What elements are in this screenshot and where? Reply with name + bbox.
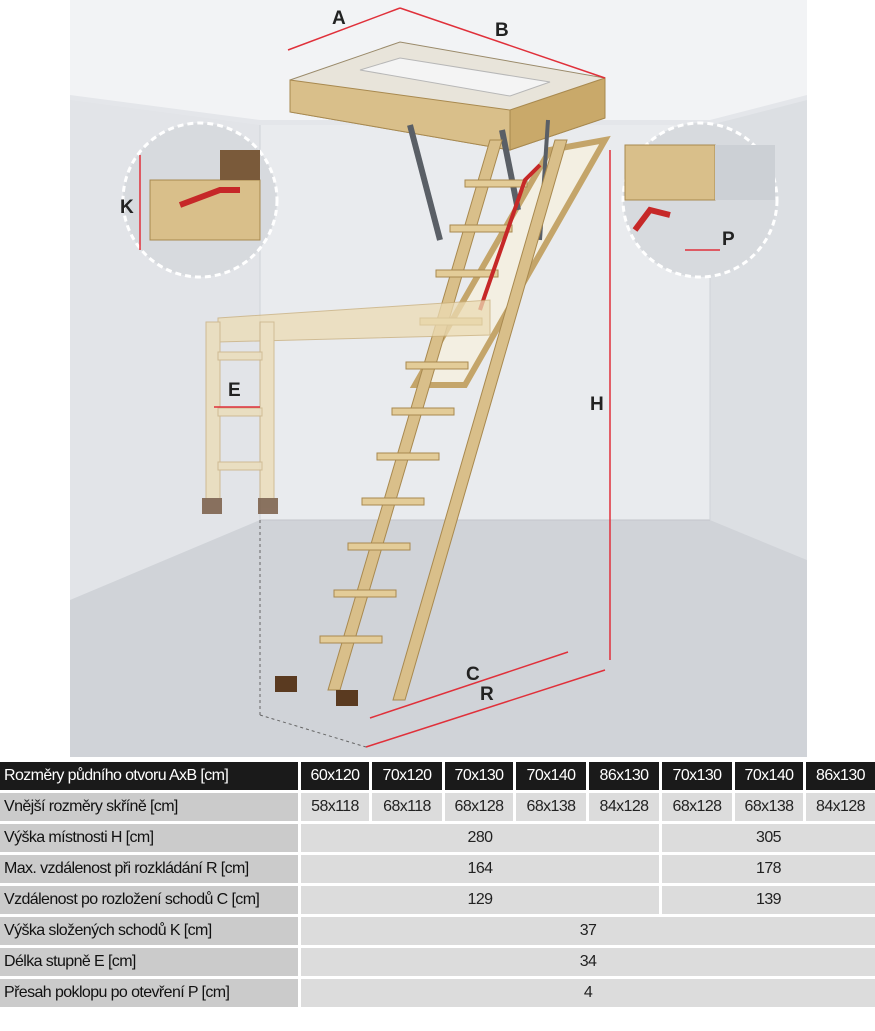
distance-c-label: Vzdálenost po rozložení schodů C [cm] (0, 886, 298, 914)
label-k: K (120, 197, 134, 218)
table-row: Výška složených schodů K [cm] 37 (0, 917, 875, 945)
outer-size-cell: 68x128 (442, 793, 513, 821)
outer-size-cell: 68x118 (369, 793, 442, 821)
outer-size-cell: 58x118 (298, 793, 369, 821)
table-row: Max. vzdálenost při rozkládání R [cm] 16… (0, 855, 875, 883)
label-a: A (332, 8, 346, 29)
outer-size-cell: 68x138 (732, 793, 803, 821)
max-distance-label: Max. vzdálenost při rozkládání R [cm] (0, 855, 298, 883)
overlap-label: Přesah poklopu po otevření P [cm] (0, 979, 298, 1007)
label-r: R (480, 684, 494, 705)
max-distance-cell: 164 (298, 855, 659, 883)
step-length-cell: 34 (298, 948, 875, 976)
table-row: Rozměry půdního otvoru AxB [cm] 60x120 7… (0, 762, 875, 790)
size-header: 86x130 (803, 762, 875, 790)
room-height-cell: 305 (659, 824, 875, 852)
size-header: 70x130 (442, 762, 513, 790)
size-header: 70x130 (659, 762, 732, 790)
label-h: H (590, 394, 604, 415)
size-header: 60x120 (298, 762, 369, 790)
outer-size-label: Vnější rozměry skříně [cm] (0, 793, 298, 821)
attic-ladder-illustration: A B K P E H C R (70, 0, 807, 757)
floor (70, 520, 807, 757)
ladder (275, 139, 568, 706)
size-header: 70x140 (513, 762, 586, 790)
detail-k (121, 121, 279, 279)
table-row: Přesah poklopu po otevření P [cm] 4 (0, 979, 875, 1007)
folded-section-ghost (202, 299, 491, 514)
table-row: Vzdálenost po rozložení schodů C [cm] 12… (0, 886, 875, 914)
opening-size-label: Rozměry půdního otvoru AxB [cm] (0, 762, 298, 790)
size-header: 86x130 (586, 762, 659, 790)
label-p: P (722, 229, 735, 250)
size-header: 70x140 (732, 762, 803, 790)
max-distance-cell: 178 (659, 855, 875, 883)
specification-table: Rozměry půdního otvoru AxB [cm] 60x120 7… (0, 759, 875, 1010)
overlap-cell: 4 (298, 979, 875, 1007)
folded-height-label: Výška složených schodů K [cm] (0, 917, 298, 945)
table-row: Délka stupně E [cm] 34 (0, 948, 875, 976)
label-b: B (495, 20, 509, 41)
distance-c-cell: 129 (298, 886, 659, 914)
step-length-label: Délka stupně E [cm] (0, 948, 298, 976)
detail-p (621, 121, 779, 279)
room-height-label: Výška místnosti H [cm] (0, 824, 298, 852)
size-header: 70x120 (369, 762, 442, 790)
label-e: E (228, 380, 241, 401)
table-row: Výška místnosti H [cm] 280 305 (0, 824, 875, 852)
outer-size-cell: 68x128 (659, 793, 732, 821)
outer-size-cell: 84x128 (803, 793, 875, 821)
table-row: Vnější rozměry skříně [cm] 58x118 68x118… (0, 793, 875, 821)
distance-c-cell: 139 (659, 886, 875, 914)
outer-size-cell: 84x128 (586, 793, 659, 821)
outer-size-cell: 68x138 (513, 793, 586, 821)
label-c: C (466, 664, 480, 685)
folded-height-cell: 37 (298, 917, 875, 945)
room-height-cell: 280 (298, 824, 659, 852)
